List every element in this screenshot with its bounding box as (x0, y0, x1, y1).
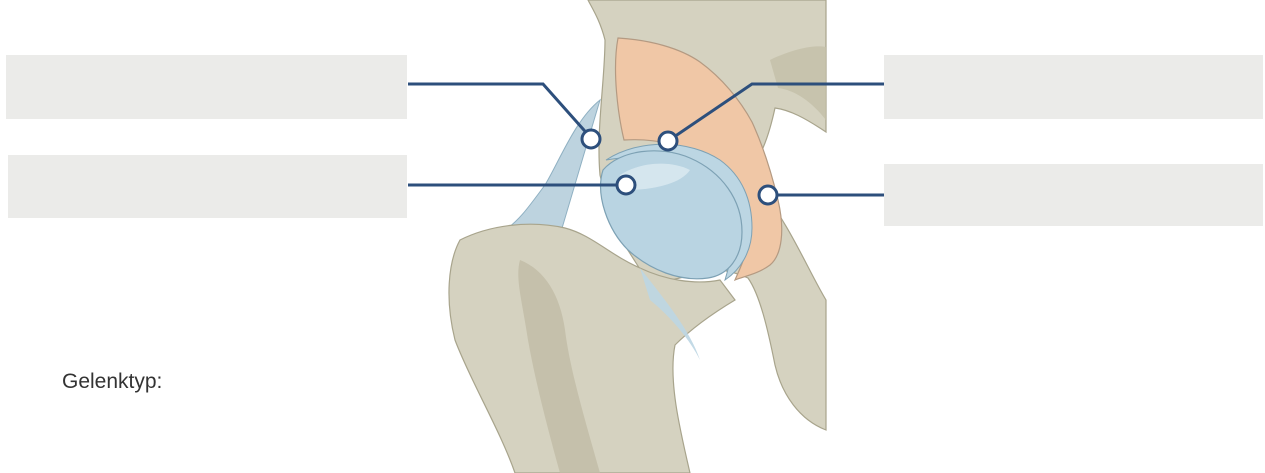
marker-femoral-head (617, 176, 635, 194)
marker-cartilage (659, 132, 677, 150)
marker-spongy-bone (759, 186, 777, 204)
label-input-middle-left[interactable] (8, 155, 407, 218)
marker-capsule (582, 130, 600, 148)
label-input-top-left[interactable] (6, 55, 407, 119)
leader-line-top-left (408, 84, 591, 138)
joint-type-label: Gelenktyp: (62, 370, 162, 394)
joint-capsule (505, 100, 600, 235)
label-input-middle-right[interactable] (884, 164, 1263, 226)
label-input-top-right[interactable] (884, 55, 1263, 119)
